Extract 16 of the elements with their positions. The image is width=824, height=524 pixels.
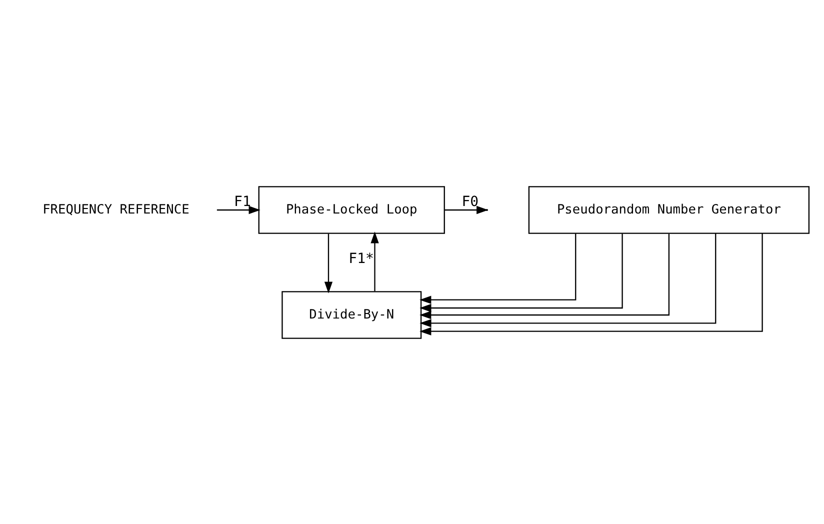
node-text: FREQUENCY REFERENCE xyxy=(42,202,190,217)
edge-label: F1* xyxy=(348,250,374,266)
edge-label: F1 xyxy=(234,194,251,210)
arrow xyxy=(216,205,260,214)
arrow xyxy=(420,233,576,304)
arrow xyxy=(370,231,379,291)
arrow xyxy=(444,205,488,214)
edge-label: F0 xyxy=(462,194,479,210)
arrow xyxy=(420,232,763,335)
node-box: Phase-Locked Loop xyxy=(258,186,445,234)
arrow xyxy=(324,233,333,293)
node-box: Divide-By-N xyxy=(282,290,422,338)
arrow xyxy=(420,232,716,327)
node-box: Pseudorandom Number Generator xyxy=(528,186,810,234)
arrow xyxy=(420,233,623,312)
arrow xyxy=(420,233,670,319)
